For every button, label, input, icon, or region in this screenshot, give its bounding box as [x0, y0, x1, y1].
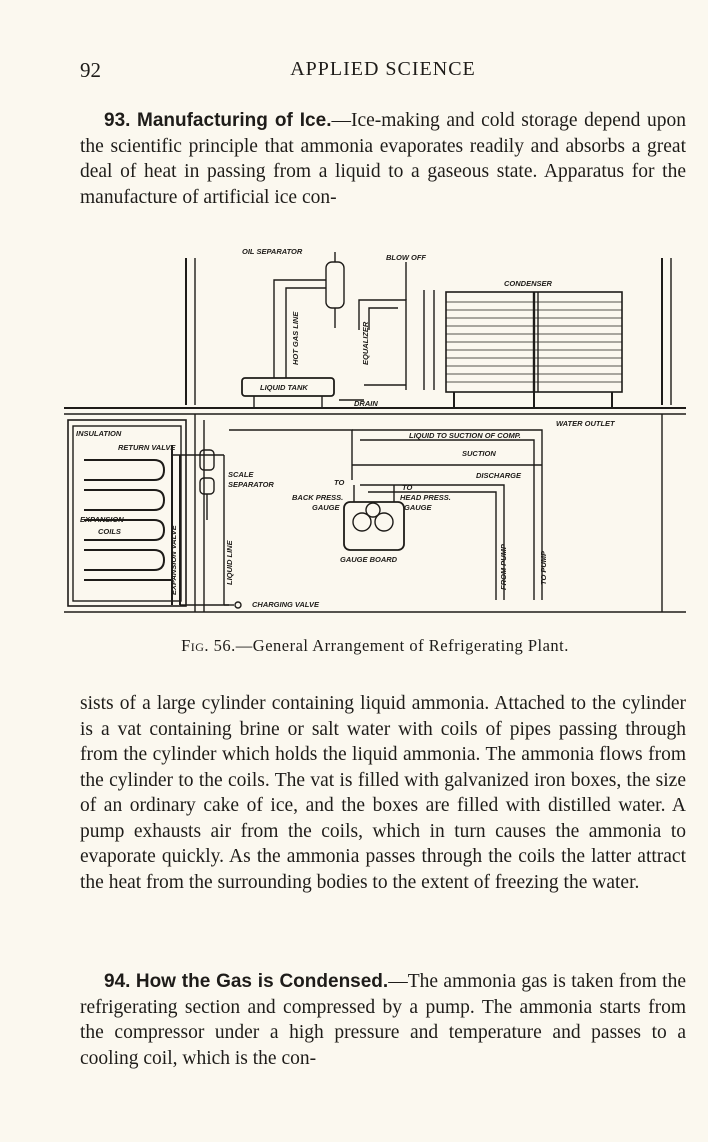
label-to-head-press: TO — [402, 483, 412, 492]
section-number: 94. — [104, 971, 131, 992]
label-expansion: EXPANSION — [80, 515, 124, 524]
label-coils: COILS — [98, 527, 121, 536]
label-scale: SCALE — [228, 470, 254, 479]
refrigerating-plant-figure: OIL SEPARATOR BLOW OFF CONDENSER HOT GAS… — [64, 240, 686, 620]
running-title: APPLIED SCIENCE — [290, 58, 476, 80]
label-back-press: BACK PRESS. — [292, 493, 343, 502]
section-text: The ammonia gas is taken from the refrig… — [80, 971, 687, 1069]
label-to-back-press: TO — [334, 478, 344, 487]
plant-diagram: OIL SEPARATOR BLOW OFF CONDENSER HOT GAS… — [64, 247, 686, 613]
section-number: 93. — [104, 110, 131, 131]
label-oil-separator: OIL SEPARATOR — [242, 247, 303, 256]
figure-caption-text: —General Arrangement of Refrigerating Pl… — [235, 636, 569, 655]
section-dash: — — [388, 971, 408, 992]
label-blow-off: BLOW OFF — [386, 253, 426, 262]
section-title: How the Gas is Condensed. — [135, 971, 389, 992]
label-equalizer: EQUALIZER — [361, 321, 370, 365]
label-liquid-line: LIQUID LINE — [225, 539, 234, 585]
section-dash: — — [331, 110, 351, 131]
paragraph-section-94: 94. How the Gas is Condensed.—The ammoni… — [80, 969, 686, 1071]
section-title: Manufacturing of Ice. — [137, 110, 332, 131]
label-charging-valve: CHARGING VALVE — [252, 600, 320, 609]
page-header: 92 APPLIED SCIENCE — [80, 58, 686, 88]
label-drain: DRAIN — [354, 399, 378, 408]
label-discharge: DISCHARGE — [476, 471, 522, 480]
label-to-pump: TO PUMP — [539, 550, 548, 585]
label-from-pump: FROM PUMP — [499, 543, 508, 590]
label-suction: SUCTION — [462, 449, 496, 458]
label-gauge-board: GAUGE BOARD — [340, 555, 398, 564]
label-head-press: HEAD PRESS. — [400, 493, 451, 502]
label-liquid-to-suction: LIQUID TO SUCTION OF COMP. — [409, 431, 521, 440]
label-water-outlet: WATER OUTLET — [556, 419, 616, 428]
page-number: 92 — [80, 58, 101, 82]
figure-caption: Fig. 56.—General Arrangement of Refriger… — [64, 636, 686, 656]
label-liquid-tank: LIQUID TANK — [260, 383, 308, 392]
paragraph-section-93: 93. Manufacturing of Ice.—Ice-making and… — [80, 108, 686, 210]
label-separator: SEPARATOR — [228, 480, 274, 489]
label-back-press-gauge: GAUGE — [312, 503, 341, 512]
label-insulation: INSULATION — [76, 429, 122, 438]
paragraph-section-93-continued: sists of a large cylinder containing liq… — [80, 693, 686, 893]
label-hot-gas-line: HOT GAS LINE — [291, 311, 300, 365]
figure-label: Fig. 56. — [181, 636, 236, 655]
label-head-press-gauge: GAUGE — [404, 503, 433, 512]
label-condenser: CONDENSER — [504, 279, 553, 288]
section-text: Ice-making and cold storage depend upon … — [80, 110, 687, 208]
label-return-valve: RETURN VALVE — [118, 443, 176, 452]
label-expansion-valve: EXPANSION VALVE — [169, 524, 178, 595]
